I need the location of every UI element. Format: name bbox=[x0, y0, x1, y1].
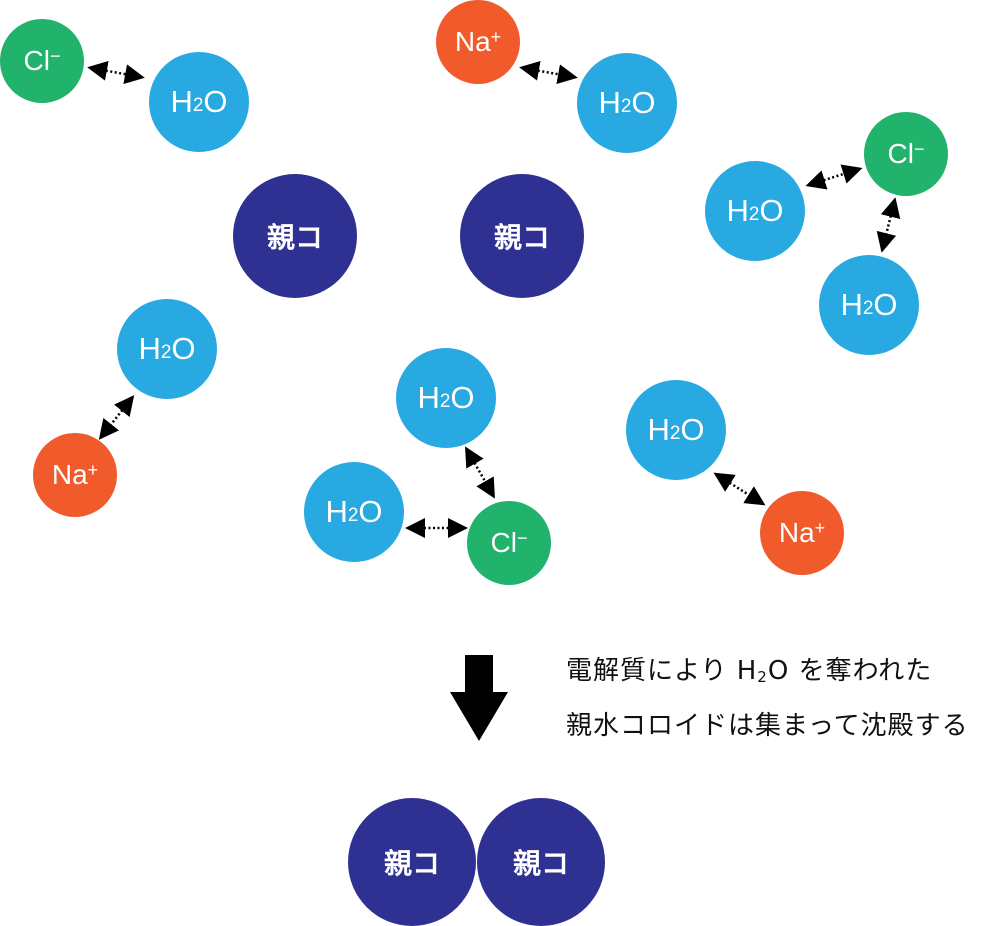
chloride-ion: Cl− bbox=[467, 501, 551, 585]
interaction-arrow bbox=[465, 446, 495, 499]
interaction-arrow bbox=[713, 472, 766, 506]
chloride-ion: Cl− bbox=[0, 19, 84, 103]
sodium-ion: Na+ bbox=[33, 433, 117, 517]
interaction-arrow bbox=[805, 164, 863, 190]
interaction-arrow bbox=[87, 60, 145, 85]
sodium-ion: Na+ bbox=[436, 0, 520, 84]
interaction-arrow bbox=[98, 395, 135, 440]
caption-line-1: 電解質により H2O を奪われた bbox=[566, 656, 933, 686]
interaction-arrow bbox=[519, 60, 578, 85]
caption-line-2: 親水コロイドは集まって沈殿する bbox=[566, 711, 969, 741]
hydrophilic-colloid: 親コ bbox=[460, 174, 584, 298]
sodium-ion: Na+ bbox=[760, 491, 844, 575]
interaction-arrow bbox=[876, 197, 901, 253]
hydrophilic-colloid: 親コ bbox=[233, 174, 357, 298]
explanation-caption: 電解質により H2O を奪われた 親水コロイドは集まって沈殿する bbox=[566, 645, 969, 752]
hydrophilic-colloid: 親コ bbox=[477, 798, 605, 926]
chloride-ion: Cl− bbox=[864, 112, 948, 196]
hydrophilic-colloid: 親コ bbox=[348, 798, 476, 926]
